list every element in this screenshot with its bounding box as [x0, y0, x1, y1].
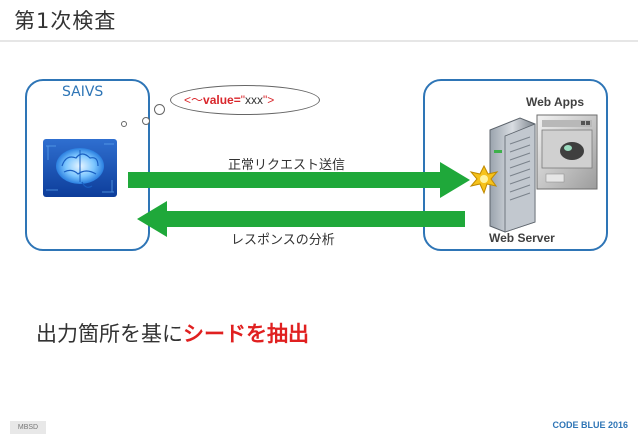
summary-plain: 出力箇所を基に: [36, 322, 183, 346]
server-icon: [489, 117, 536, 233]
bubble-key: value=: [203, 93, 241, 107]
footer-company-badge: MBSD: [10, 421, 46, 434]
page-title: 第1次検査: [14, 9, 117, 33]
response-arrow: [137, 201, 465, 237]
response-arrow-label: レスポンスの分析: [231, 233, 335, 248]
web-apps-label: Web Apps: [526, 95, 585, 109]
thought-bubble: [170, 85, 320, 115]
bubble-value: xxx: [244, 93, 263, 107]
web-apps-window-icon: [536, 114, 598, 190]
thought-bubble-text: <〜value="xxx">: [184, 91, 274, 108]
request-arrow-label: 正常リクエスト送信: [228, 158, 346, 173]
thought-dot-large: [154, 104, 165, 115]
web-server-label: Web Server: [489, 231, 555, 245]
thought-dot-small: [121, 121, 127, 127]
bubble-quote-close: ">: [262, 93, 275, 107]
summary-text: 出力箇所を基にシードを抽出: [36, 318, 309, 348]
brain-icon: [43, 139, 117, 197]
saivs-label: SAIVS: [62, 84, 104, 100]
summary-emphasis: シードを抽出: [183, 322, 309, 346]
bubble-prefix: <〜: [184, 93, 204, 107]
bubble-quote-open: ": [240, 93, 245, 107]
starburst-icon: [469, 164, 499, 195]
footer-event-label: CODE BLUE 2016: [552, 420, 628, 430]
thought-dot-medium: [142, 117, 150, 125]
title-divider: [0, 40, 638, 42]
request-arrow: [128, 162, 470, 198]
